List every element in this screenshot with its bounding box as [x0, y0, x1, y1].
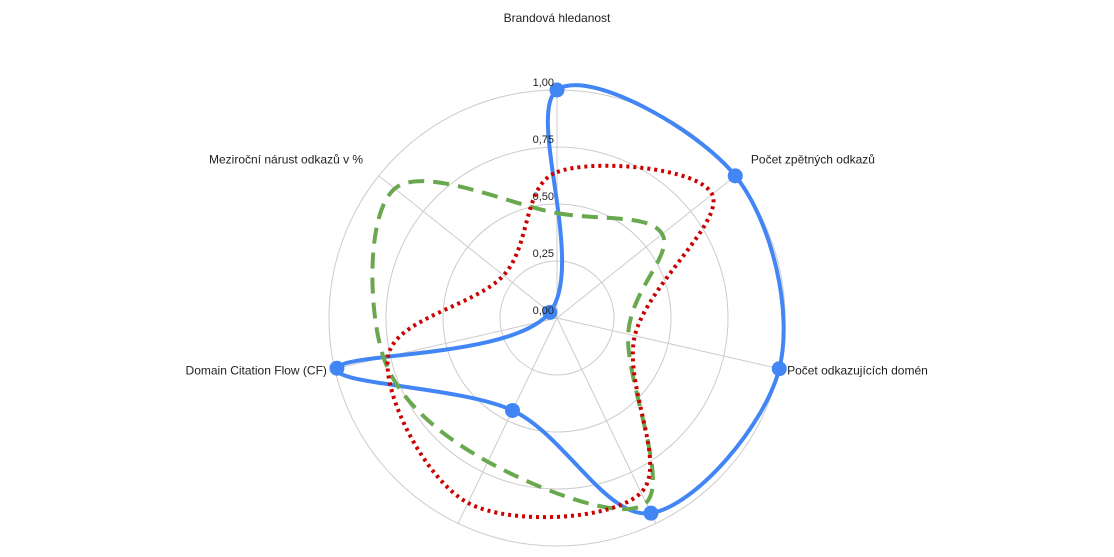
grid-spoke — [457, 317, 558, 524]
tick-label: 0,75 — [533, 134, 554, 146]
series-point — [549, 82, 565, 98]
grid-spoke — [334, 317, 558, 370]
tick-label: 0,50 — [533, 191, 554, 203]
grid-spoke — [556, 175, 736, 319]
axis-label-0: Brandová hledanost — [504, 11, 611, 25]
series-point — [504, 402, 520, 418]
grid-spoke — [556, 317, 657, 524]
grid-spoke — [378, 175, 558, 319]
grid-spoke — [556, 317, 780, 370]
tick-labels: 0,00 0,25 0,50 0,75 1,00 — [533, 77, 554, 317]
series-line-1 — [370, 179, 667, 512]
axis-label-1: Počet zpětných odkazů — [751, 152, 875, 166]
tick-label: 0,25 — [533, 248, 554, 260]
axis-label-2: Počet odkazujících domén — [787, 364, 928, 378]
series-point — [643, 505, 659, 521]
tick-label: 1,00 — [533, 77, 554, 89]
series-point — [771, 361, 787, 377]
series-point — [727, 168, 743, 184]
axis-label-6: Meziroční nárust odkazů v % — [209, 152, 363, 166]
tick-label: 0,00 — [533, 305, 554, 317]
series-line-2 — [385, 163, 716, 520]
series-point — [542, 304, 558, 320]
axis-label-5: Domain Citation Flow (CF) — [186, 364, 327, 378]
series-point — [329, 360, 345, 376]
series-layer — [329, 82, 787, 521]
